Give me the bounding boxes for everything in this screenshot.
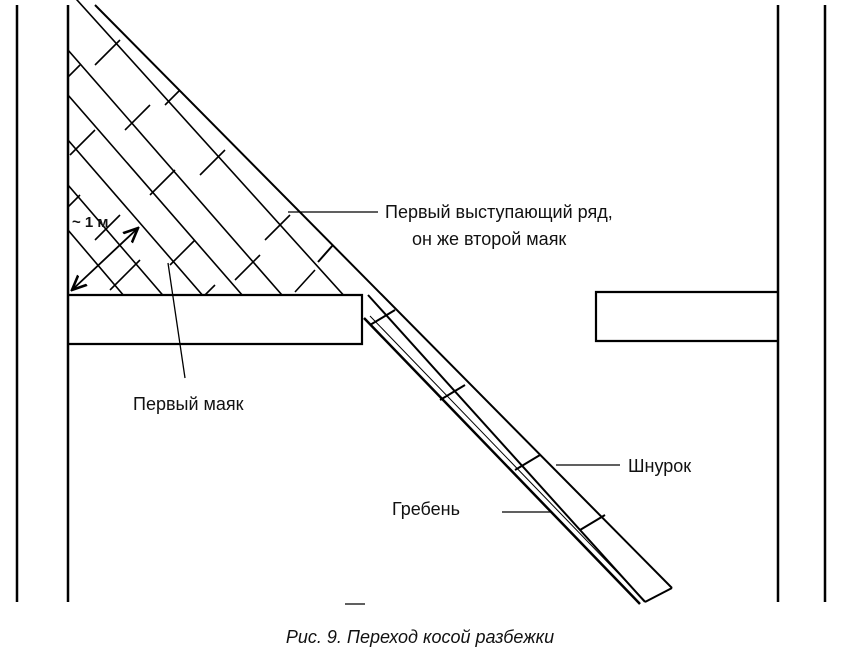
cord-comb xyxy=(363,315,647,605)
horizontal-blocks xyxy=(68,290,778,346)
left-block xyxy=(68,293,364,346)
right-block xyxy=(594,290,778,343)
figure-caption: Рис. 9. Переход косой разбежки xyxy=(286,627,554,647)
diagonal-brick-row xyxy=(94,4,673,603)
label-first-row-2: он же второй маяк xyxy=(412,229,566,249)
label-first-beacon: Первый маяк xyxy=(133,394,244,414)
wall-lines xyxy=(15,5,827,602)
comb-line xyxy=(363,317,641,605)
leader-lines xyxy=(167,211,620,605)
distance-label: ~ 1 м xyxy=(72,214,109,231)
label-comb: Гребень xyxy=(392,499,460,519)
cord-line xyxy=(369,315,647,603)
hatched-region xyxy=(68,0,368,295)
distance-arrow xyxy=(72,228,138,290)
label-cord: Шнурок xyxy=(628,456,691,476)
label-first-row: Первый выступающий ряд, xyxy=(385,202,613,222)
